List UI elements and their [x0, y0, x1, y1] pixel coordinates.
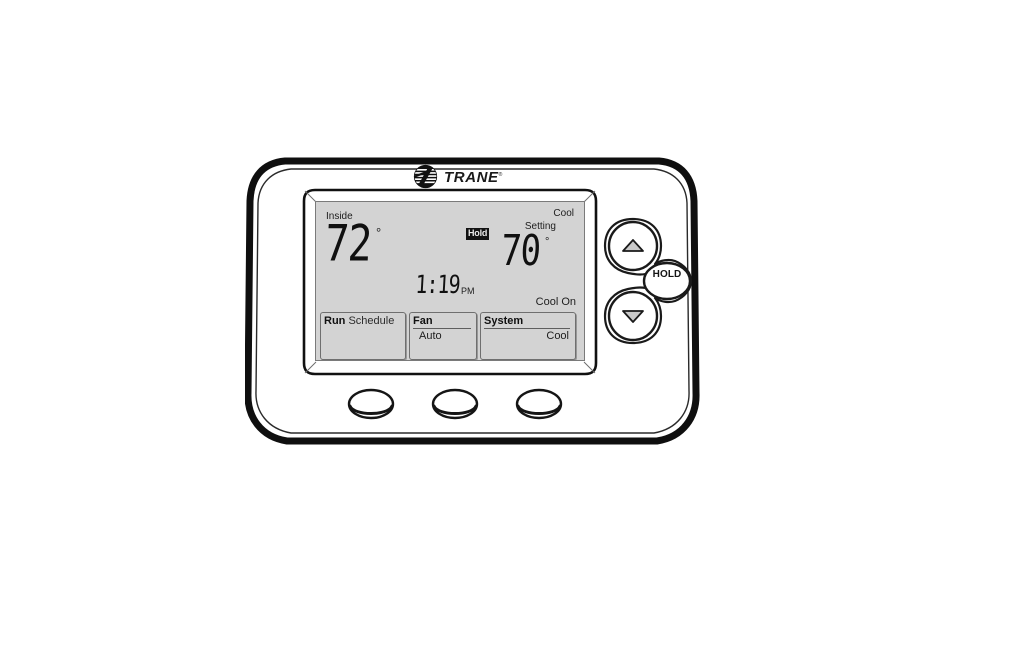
trane-circle-emblem-icon	[413, 164, 438, 188]
run-schedule-title-bold: Run	[324, 315, 346, 327]
inside-label: Inside	[326, 211, 353, 222]
inside-degree-symbol: °	[376, 225, 382, 240]
hold-button-label: HOLD	[652, 269, 682, 280]
control-cluster-shape	[603, 217, 693, 345]
thermostat-device: TRANE® Inside 72 ° Hold Cool Setting	[245, 155, 700, 447]
up-button[interactable]	[607, 220, 659, 272]
soft-button-row	[345, 387, 565, 421]
brand-logo: TRANE®	[413, 163, 533, 189]
system-value: Cool	[546, 330, 569, 342]
triangle-up-icon	[622, 239, 644, 252]
bezel-bevel-tr	[583, 190, 596, 203]
cool-label: Cool	[553, 208, 574, 219]
bezel-bevel-br	[583, 361, 596, 374]
fan-title-rule	[413, 328, 471, 329]
run-schedule-title-normal: Schedule	[348, 315, 395, 327]
soft-button-center[interactable]	[431, 388, 479, 420]
setpoint-temperature-value: 70	[499, 226, 542, 277]
run-schedule-title: Run Schedule	[324, 315, 394, 327]
case-inner-line	[255, 168, 690, 434]
inside-temperature-value: 72	[323, 215, 373, 273]
clock-time: 1:19	[414, 269, 461, 299]
clock-ampm: PM	[461, 286, 475, 296]
hold-button-ring[interactable]	[642, 261, 692, 301]
brand-wordmark: TRANE®	[444, 170, 503, 185]
fan-title: Fan	[413, 315, 433, 327]
bezel-bevel-tl	[304, 190, 317, 203]
control-cluster: HOLD	[603, 217, 695, 345]
down-button[interactable]	[607, 290, 659, 342]
system-title: System	[484, 315, 524, 327]
brand-name-text: TRANE	[444, 168, 499, 186]
triangle-down-icon	[622, 310, 644, 323]
fan-value: Auto	[419, 330, 442, 342]
soft-buttons-shape	[347, 388, 563, 420]
setpoint-degree-symbol: °	[545, 236, 550, 248]
lcd-bezel: Inside 72 ° Hold Cool Setting 70 ° 1:19 …	[301, 187, 599, 377]
soft-button-right[interactable]	[515, 388, 563, 420]
setting-label: Setting	[524, 221, 556, 232]
system-title-rule	[484, 328, 570, 329]
bezel-bevel-bl	[304, 361, 317, 374]
lcd-screen: Inside 72 ° Hold Cool Setting 70 ° 1:19 …	[315, 201, 585, 361]
brand-trademark: ®	[498, 171, 503, 178]
menu-box-run-schedule[interactable]: Run Schedule	[320, 312, 406, 360]
lcd-menu-row: Run Schedule Fan Auto System Cool	[320, 312, 582, 360]
hold-button[interactable]	[642, 261, 692, 301]
system-status-text: Cool On	[535, 296, 576, 308]
soft-button-left[interactable]	[347, 388, 395, 420]
hold-status-badge: Hold	[466, 228, 490, 240]
menu-box-fan[interactable]: Fan Auto	[409, 312, 477, 360]
menu-box-system[interactable]: System Cool	[480, 312, 576, 360]
